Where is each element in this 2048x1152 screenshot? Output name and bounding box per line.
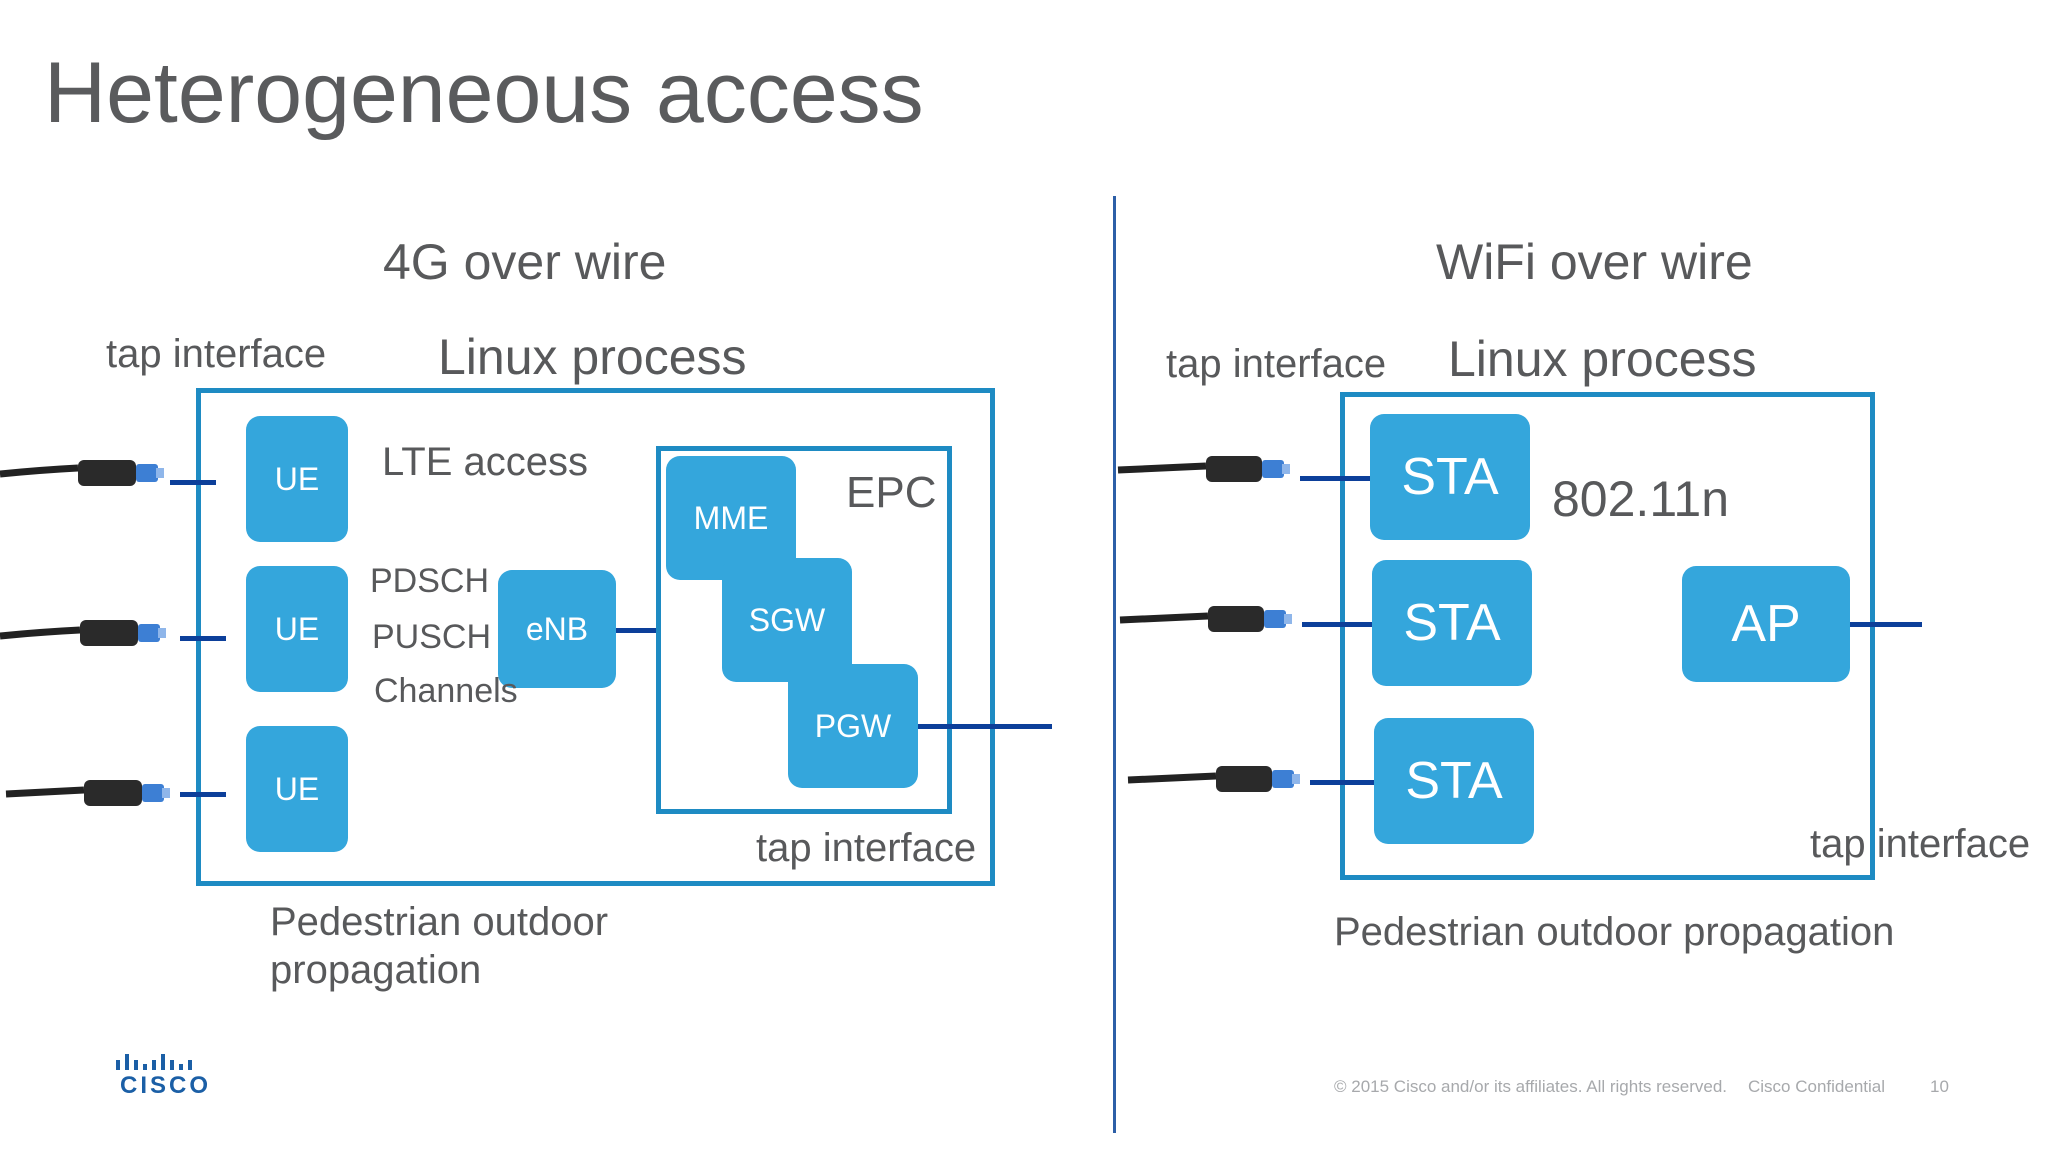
- copyright-text: © 2015 Cisco and/or its affiliates. All …: [1334, 1077, 1728, 1096]
- ethernet-plug-icon: [0, 460, 164, 486]
- pgw-wire: [918, 724, 1052, 729]
- ethernet-plug-icon: [1117, 456, 1290, 482]
- ue-wire: [170, 480, 216, 485]
- sta-wire: [1302, 622, 1374, 627]
- tap-interface-label: tap interface: [1166, 342, 1387, 386]
- sta-node: STA: [1370, 414, 1530, 540]
- sta-node: STA: [1372, 560, 1532, 686]
- ue-node: UE: [246, 566, 348, 692]
- ethernet-plug-icon: [1127, 766, 1300, 792]
- ue-wire: [180, 636, 226, 641]
- sta-node: STA: [1374, 718, 1534, 844]
- tap-interface-label: tap interface: [106, 332, 327, 376]
- epc-frame: [656, 446, 952, 814]
- propagation-label: propagation: [270, 948, 482, 992]
- section-divider: [1113, 196, 1116, 1133]
- section-heading-4g: 4G over wire: [383, 234, 667, 290]
- tap-interface-label: tap interface: [1810, 822, 2031, 866]
- channel-label-channels: Channels: [374, 672, 518, 710]
- channel-label-pusch: PUSCH: [372, 618, 492, 656]
- ethernet-plug-icon: [1119, 606, 1292, 632]
- cisco-logo-text: CISCO: [120, 1072, 212, 1099]
- enb-node: eNB: [498, 570, 616, 688]
- propagation-label: Pedestrian outdoor propagation: [1334, 910, 1895, 954]
- channel-label-pdsch: PDSCH: [370, 562, 490, 600]
- cisco-logo-icon: [116, 1054, 192, 1070]
- linux-process-label: Linux process: [1448, 331, 1757, 387]
- ethernet-plug-icon: [5, 780, 170, 806]
- section-heading-wifi: WiFi over wire: [1436, 234, 1753, 290]
- page-number: 10: [1930, 1077, 1949, 1096]
- page-title: Heterogeneous access: [44, 45, 924, 141]
- linux-process-frame-wifi: [1340, 392, 1875, 880]
- sgw-node: SGW: [722, 558, 852, 682]
- sta-wire: [1310, 780, 1376, 785]
- ue-wire: [180, 792, 226, 797]
- enb-epc-wire: [616, 628, 656, 633]
- ethernet-plug-icon: [0, 620, 166, 646]
- sta-wire: [1300, 476, 1372, 481]
- ap-wire: [1850, 622, 1922, 627]
- ue-node: UE: [246, 416, 348, 542]
- confidential-text: Cisco Confidential: [1748, 1077, 1886, 1096]
- lte-access-label: LTE access: [382, 440, 588, 484]
- pgw-node: PGW: [788, 664, 918, 788]
- propagation-label: Pedestrian outdoor: [270, 900, 609, 944]
- ue-node: UE: [246, 726, 348, 852]
- linux-process-label: Linux process: [438, 329, 747, 385]
- ap-node: AP: [1682, 566, 1850, 682]
- tap-interface-label: tap interface: [756, 826, 977, 870]
- epc-label: EPC: [846, 468, 937, 517]
- wifi-standard-label: 802.11n: [1552, 471, 1730, 527]
